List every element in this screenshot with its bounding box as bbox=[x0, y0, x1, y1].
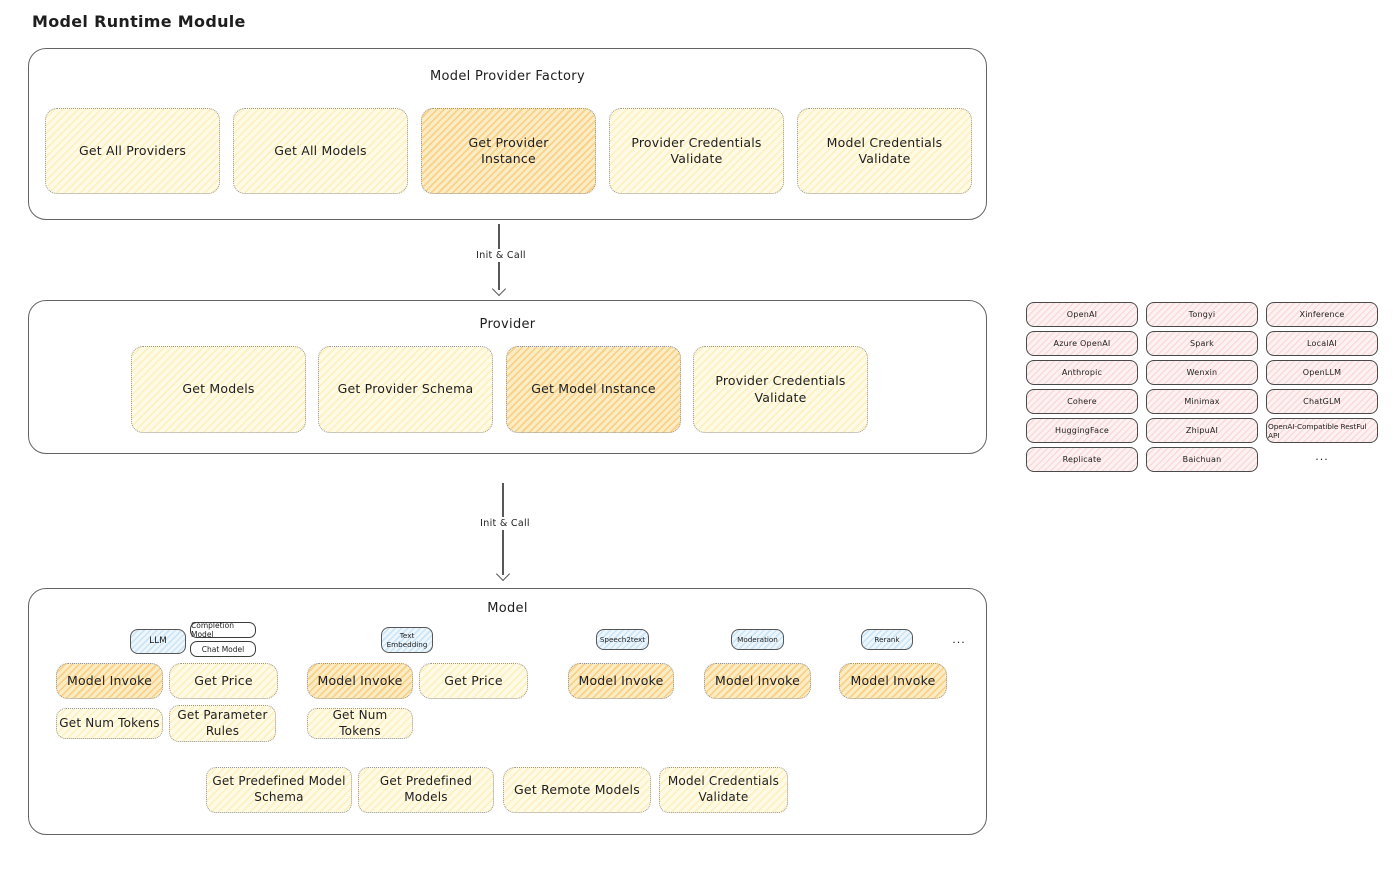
model-node-model-credentials-validate: Model Credentials Validate bbox=[659, 767, 788, 813]
model-node-embedding-model-invoke: Model Invoke bbox=[307, 663, 413, 699]
model-node-get-predefined-model-schema: Get Predefined Model Schema bbox=[206, 767, 352, 813]
provider-chip-replicate: Replicate bbox=[1026, 447, 1138, 472]
provider-chip-zhipuai: ZhipuAI bbox=[1146, 418, 1258, 443]
model-node-rerank-model-invoke: Model Invoke bbox=[839, 663, 947, 699]
provider-chip-spark: Spark bbox=[1146, 331, 1258, 356]
provider-chip-tongyi: Tongyi bbox=[1146, 302, 1258, 327]
provider-chip-openai-compatible-restful-api: OpenAI-Compatible RestFul API bbox=[1266, 418, 1378, 443]
providers-more-ellipsis: ... bbox=[1315, 450, 1329, 463]
factory-group-box: Model Provider Factory Get All Providers… bbox=[28, 48, 987, 220]
tab-llm: LLM bbox=[130, 629, 186, 654]
arrow-factory-to-provider-head bbox=[491, 281, 507, 297]
model-group-box: Model LLM Completion Model Chat Model Te… bbox=[28, 588, 999, 848]
model-node-embedding-get-price: Get Price bbox=[419, 663, 528, 699]
provider-title: Provider bbox=[479, 317, 536, 332]
page-title: Model Runtime Module bbox=[32, 12, 246, 31]
provider-node-get-provider-schema: Get Provider Schema bbox=[318, 346, 493, 433]
provider-chip-baichuan: Baichuan bbox=[1146, 447, 1258, 472]
factory-title: Model Provider Factory bbox=[430, 69, 585, 84]
tab-chat-model: Chat Model bbox=[190, 641, 256, 657]
provider-chip-openai: OpenAI bbox=[1026, 302, 1138, 327]
provider-chip-anthropic: Anthropic bbox=[1026, 360, 1138, 385]
factory-node-get-all-models: Get All Models bbox=[233, 108, 408, 194]
provider-chip-huggingface: HuggingFace bbox=[1026, 418, 1138, 443]
provider-chip-cohere: Cohere bbox=[1026, 389, 1138, 414]
model-node-llm-get-parameter-rules: Get Parameter Rules bbox=[169, 705, 276, 742]
provider-group-box: Provider Get Models Get Provider Schema … bbox=[28, 300, 999, 467]
model-title: Model bbox=[487, 601, 528, 616]
tab-rerank: Rerank bbox=[861, 629, 913, 650]
model-node-llm-get-num-tokens: Get Num Tokens bbox=[56, 708, 163, 739]
provider-chip-azure-openai: Azure OpenAI bbox=[1026, 331, 1138, 356]
model-node-speech2text-model-invoke: Model Invoke bbox=[568, 663, 674, 699]
arrow1-label: Init & Call bbox=[468, 249, 534, 262]
model-node-get-predefined-models: Get Predefined Models bbox=[358, 767, 494, 813]
tab-completion-model: Completion Model bbox=[190, 621, 256, 639]
model-node-llm-get-price: Get Price bbox=[169, 663, 278, 699]
provider-node-get-model-instance: Get Model Instance bbox=[506, 346, 681, 433]
model-node-llm-model-invoke: Model Invoke bbox=[56, 663, 163, 699]
arrow-provider-to-model-head bbox=[495, 566, 511, 582]
provider-node-provider-credentials-validate: Provider Credentials Validate bbox=[693, 346, 868, 433]
factory-node-model-credentials-validate: Model Credentials Validate bbox=[797, 108, 972, 194]
factory-node-get-all-providers: Get All Providers bbox=[45, 108, 220, 194]
model-node-get-remote-models: Get Remote Models bbox=[503, 767, 651, 813]
provider-node-get-models: Get Models bbox=[131, 346, 306, 433]
provider-chip-localai: LocalAI bbox=[1266, 331, 1378, 356]
tab-text-embedding: Text Embedding bbox=[381, 627, 433, 653]
provider-chip-wenxin: Wenxin bbox=[1146, 360, 1258, 385]
tabs-more-ellipsis: ... bbox=[952, 633, 966, 646]
factory-node-provider-credentials-validate: Provider Credentials Validate bbox=[609, 108, 784, 194]
provider-chip-openllm: OpenLLM bbox=[1266, 360, 1378, 385]
arrow2-label: Init & Call bbox=[472, 517, 538, 530]
factory-node-get-provider-instance: Get Provider Instance bbox=[421, 108, 596, 194]
tab-speech2text: Speech2text bbox=[596, 629, 649, 650]
model-node-moderation-model-invoke: Model Invoke bbox=[704, 663, 811, 699]
provider-chip-xinference: Xinference bbox=[1266, 302, 1378, 327]
provider-chip-chatglm: ChatGLM bbox=[1266, 389, 1378, 414]
model-node-embedding-get-num-tokens: Get Num Tokens bbox=[307, 708, 413, 739]
provider-chip-minimax: Minimax bbox=[1146, 389, 1258, 414]
tab-moderation: Moderation bbox=[731, 629, 784, 650]
